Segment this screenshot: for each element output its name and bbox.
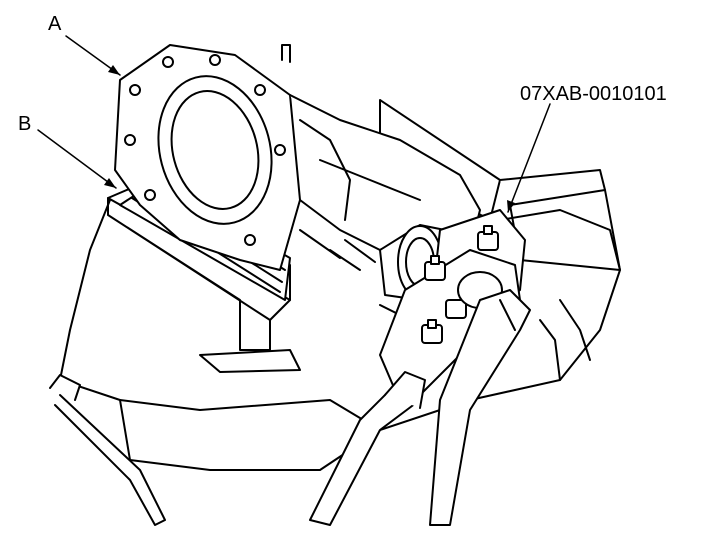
callout-b: B [18, 113, 32, 135]
vise-handle [49, 374, 166, 526]
flange-holder-tool [309, 209, 531, 526]
bolt-group [421, 225, 499, 344]
callout-tool-number: 07XAB-0010101 [520, 83, 667, 105]
transmission-housing [114, 44, 481, 321]
leader-b [37, 129, 117, 189]
leader-lines [37, 35, 551, 213]
leader-tool [507, 103, 551, 213]
callout-a: A [48, 13, 62, 35]
